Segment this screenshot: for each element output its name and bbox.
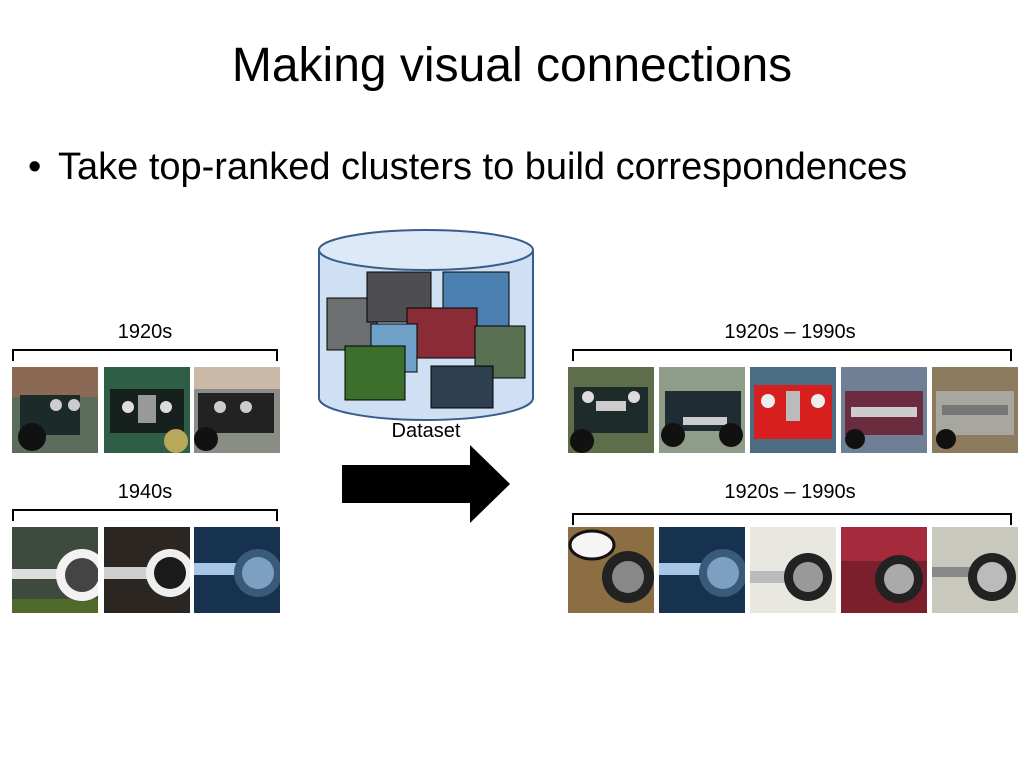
right-group-1-label: 1920s – 1990s bbox=[724, 321, 856, 343]
car-wheel-thumbnail bbox=[932, 527, 1018, 613]
car-wheel-thumbnail bbox=[841, 527, 927, 613]
car-wheel-thumbnail bbox=[659, 527, 745, 613]
car-thumbnail bbox=[932, 367, 1018, 453]
dataset-cylinder bbox=[318, 229, 534, 421]
dataset-label: Dataset bbox=[391, 420, 461, 442]
right-arrow-icon bbox=[342, 445, 510, 523]
car-thumbnail bbox=[12, 367, 98, 453]
car-thumbnail bbox=[104, 367, 190, 453]
car-thumbnail bbox=[750, 367, 836, 453]
car-thumbnail bbox=[841, 367, 927, 453]
car-wheel-thumbnail bbox=[12, 527, 98, 613]
bullet-text: Take top-ranked clusters to build corres… bbox=[58, 146, 908, 188]
right-group-2-bracket bbox=[572, 513, 1012, 525]
left-group-1-label: 1920s bbox=[117, 321, 173, 343]
bullet-dot: • bbox=[28, 146, 42, 188]
car-thumbnail bbox=[659, 367, 745, 453]
left-group-2-bracket bbox=[12, 509, 278, 521]
car-wheel-thumbnail bbox=[750, 527, 836, 613]
right-group-2-label: 1920s – 1990s bbox=[724, 481, 856, 503]
car-wheel-thumbnail bbox=[568, 527, 654, 613]
car-wheel-thumbnail bbox=[104, 527, 190, 613]
left-group-2-label: 1940s bbox=[117, 481, 173, 503]
slide-title: Making visual connections bbox=[231, 39, 793, 92]
car-wheel-thumbnail bbox=[194, 527, 280, 613]
bullet-item: • Take top-ranked clusters to build corre… bbox=[28, 140, 907, 194]
car-thumbnail bbox=[194, 367, 280, 453]
car-thumbnail bbox=[568, 367, 654, 453]
right-group-1-bracket bbox=[572, 349, 1012, 361]
left-group-1-bracket bbox=[12, 349, 278, 361]
